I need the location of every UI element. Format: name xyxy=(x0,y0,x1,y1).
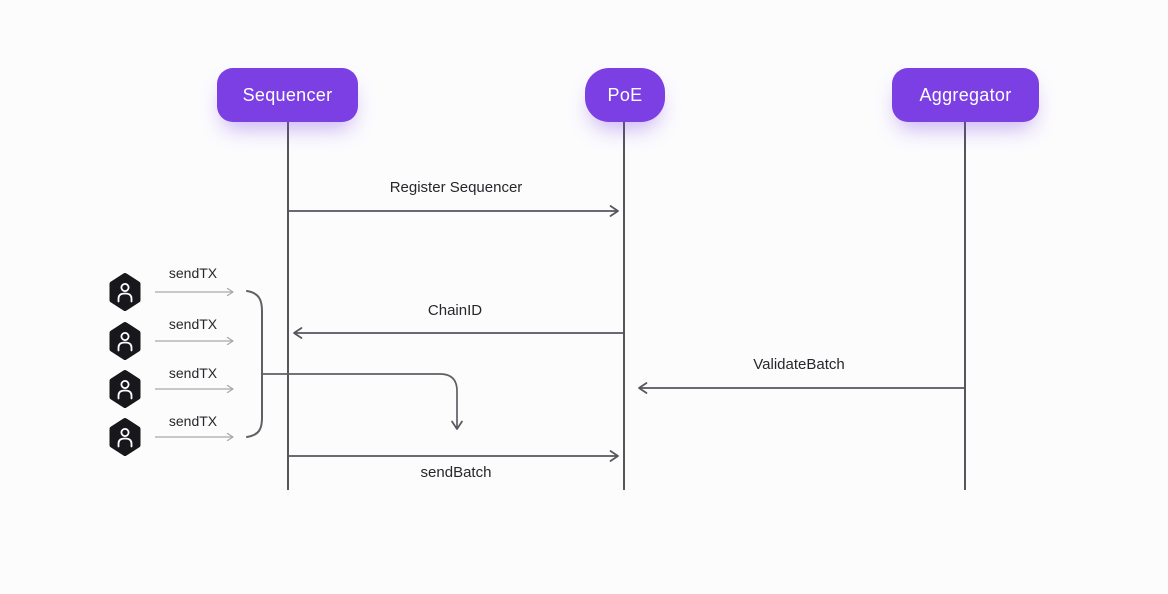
sendtx-label: sendTX xyxy=(168,265,218,281)
message-arrows xyxy=(288,205,965,462)
message-label-validatebatch: ValidateBatch xyxy=(753,356,845,373)
user-hexagon-icon xyxy=(109,370,141,408)
actor-aggregator-label: Aggregator xyxy=(919,84,1012,105)
actor-sequencer-label: Sequencer xyxy=(242,84,333,105)
sendtx-label: sendTX xyxy=(168,365,218,381)
sendtx-arrows xyxy=(155,287,234,442)
lifelines xyxy=(287,122,966,490)
actor-poe: PoE xyxy=(585,68,665,122)
sendtx-label: sendTX xyxy=(168,316,218,332)
message-label-sendbatch: sendBatch xyxy=(420,464,492,481)
actor-aggregator: Aggregator xyxy=(892,68,1039,122)
actor-poe-label: PoE xyxy=(607,84,643,105)
funnel-connector-arrow xyxy=(262,373,463,430)
user-hexagon-icon xyxy=(109,418,141,456)
sendtx-label: sendTX xyxy=(168,413,218,429)
message-label-chainid: ChainID xyxy=(427,302,483,319)
user-hexagon-icon xyxy=(109,273,141,311)
grouping-brace xyxy=(246,290,263,438)
user-hexagon-icon xyxy=(109,322,141,360)
actor-sequencer: Sequencer xyxy=(217,68,358,122)
user-icons xyxy=(109,273,141,456)
message-label-register-sequencer: Register Sequencer xyxy=(389,179,523,196)
